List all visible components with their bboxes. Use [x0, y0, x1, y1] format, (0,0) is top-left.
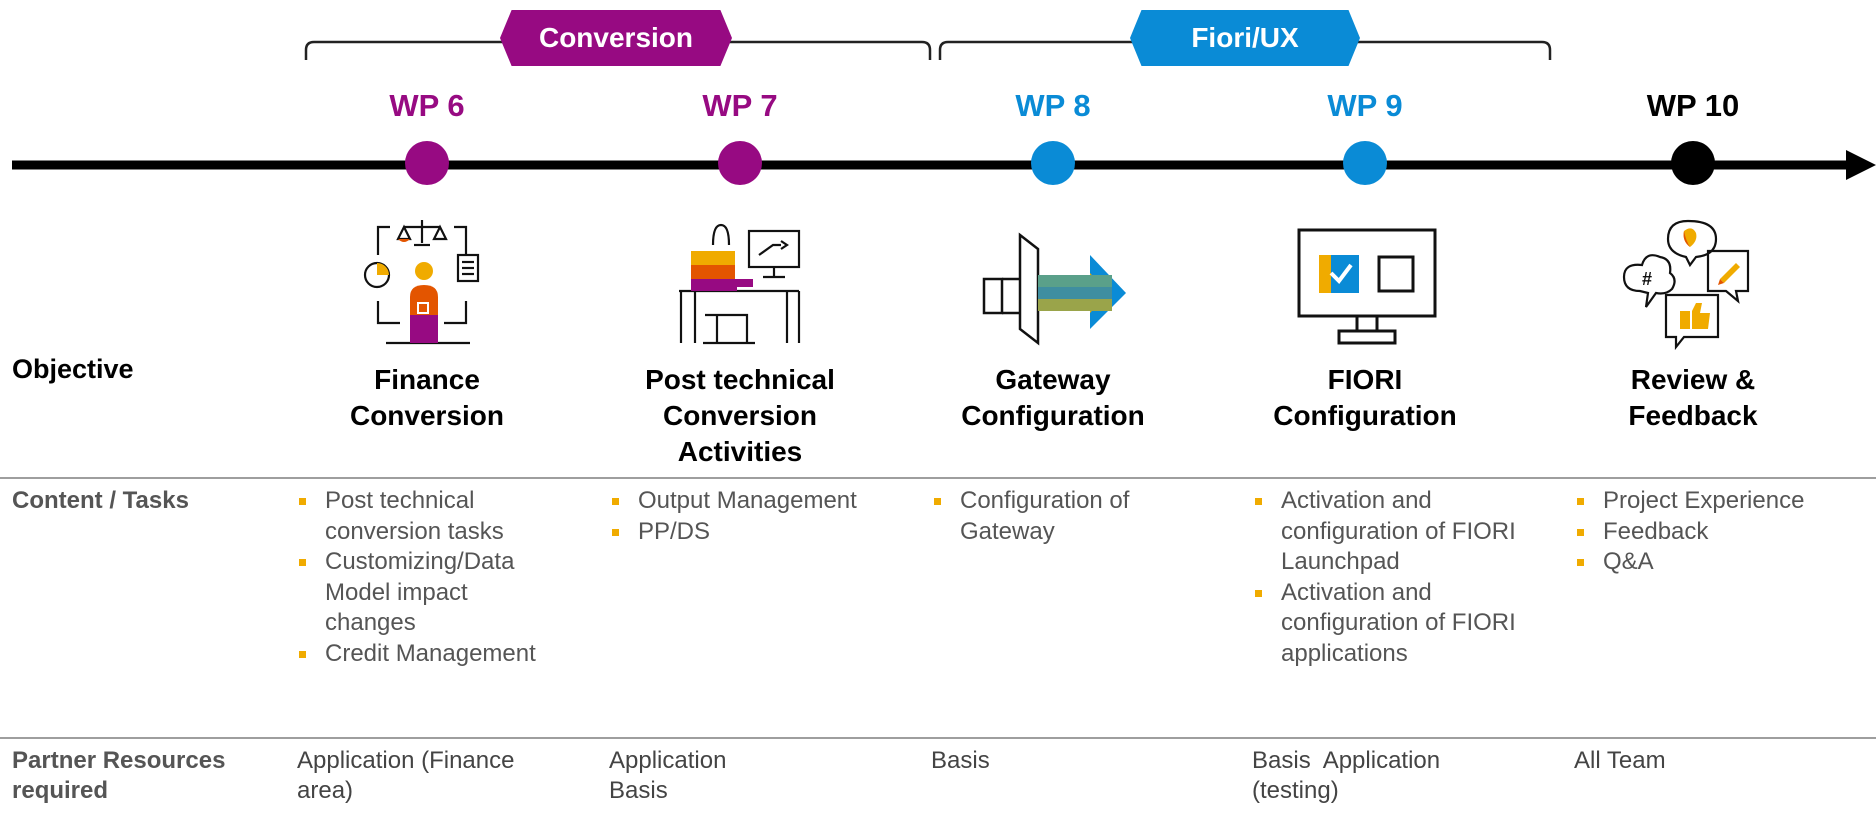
divider-bottom — [0, 737, 1876, 739]
wp8-label: WP 8 — [1015, 88, 1091, 123]
objective-row-label: Objective — [12, 354, 134, 384]
feedback-bubbles-icon: # — [1622, 219, 1750, 350]
conversion-group-label: Conversion — [500, 10, 732, 66]
list-item: Customizing/Data Model impact changes — [297, 547, 557, 639]
wp6-label: WP 6 — [389, 88, 465, 123]
wp7-objective-line: Post technical — [645, 364, 835, 395]
monitor-tiles-icon — [1297, 228, 1437, 345]
wp7-objective-line: Activities — [677, 436, 803, 467]
list-item: Project Experience — [1575, 486, 1875, 517]
list-item: Credit Management — [297, 639, 557, 670]
list-item: PP/DS — [610, 517, 910, 548]
wp7-objective-line: Conversion — [662, 400, 818, 431]
wp7-resources: Application Basis — [609, 746, 859, 806]
wp9-label: WP 9 — [1327, 88, 1403, 123]
wp6-resources: Application (Finance area) — [297, 747, 515, 804]
divider-top — [0, 477, 1876, 479]
wp7-objective: Post technical Conversion Activities — [610, 362, 870, 470]
wp9-task-list: Activation and configuration of FIORI La… — [1253, 486, 1553, 669]
wp10-node — [1671, 141, 1715, 185]
wp7-resources-line: Basis — [609, 777, 668, 804]
wp6-objective-line: Conversion — [349, 400, 505, 431]
wp8-objective-line: Gateway — [995, 364, 1111, 395]
wp8-node — [1031, 141, 1075, 185]
wp10-task-list: Project Experience Feedback Q&A — [1575, 486, 1875, 578]
list-item: Configuration of Gateway — [932, 486, 1162, 547]
wp6-objective: Finance Conversion — [297, 362, 557, 434]
wp6-task-list: Post technical conversion tasks Customiz… — [297, 486, 557, 669]
technician-workstation-icon — [679, 223, 801, 345]
wp10-objective-line: Feedback — [1628, 400, 1758, 431]
wp9-objective-line: Configuration — [1273, 400, 1457, 431]
timeline-arrowhead — [1846, 150, 1876, 180]
wp9-resources: Basis Application (testing) — [1252, 747, 1447, 804]
wp9-objective-line: FIORI — [1327, 364, 1403, 395]
group-brackets — [304, 40, 1552, 60]
timeline — [12, 150, 1876, 180]
list-item: Post technical conversion tasks — [297, 486, 557, 547]
wp8-task-list: Configuration of Gateway — [932, 486, 1162, 547]
tasks-row-label: Content / Tasks — [12, 487, 189, 514]
list-item: Activation and configuration of FIORI ap… — [1253, 578, 1553, 670]
wp6-objective-line: Finance — [374, 364, 480, 395]
list-item: Q&A — [1575, 547, 1875, 578]
wp6-node — [405, 141, 449, 185]
wp10-objective: Review & Feedback — [1563, 362, 1823, 434]
wp8-resources: Basis — [931, 747, 990, 774]
wp7-resources-line: Application — [609, 747, 727, 774]
list-item: Activation and configuration of FIORI La… — [1253, 486, 1553, 578]
fiori-group-label: Fiori/UX — [1130, 10, 1360, 66]
wp8-objective: Gateway Configuration — [923, 362, 1183, 434]
finance-conversion-icon — [363, 220, 480, 345]
wp10-resources: All Team — [1574, 747, 1666, 774]
wp7-node — [718, 141, 762, 185]
wp9-objective: FIORI Configuration — [1235, 362, 1495, 434]
wp7-task-list: Output Management PP/DS — [610, 486, 910, 547]
wp7-label: WP 7 — [702, 88, 778, 123]
wp8-objective-line: Configuration — [961, 400, 1145, 431]
list-item: Output Management — [610, 486, 910, 517]
gateway-arrow-icon — [982, 232, 1126, 346]
wp10-objective-line: Review & — [1630, 364, 1756, 395]
svg-text:#: # — [1642, 269, 1652, 289]
list-item: Feedback — [1575, 517, 1875, 548]
wp10-label: WP 10 — [1646, 88, 1740, 123]
wp9-node — [1343, 141, 1387, 185]
resources-row-label: Partner Resources required — [12, 747, 226, 804]
